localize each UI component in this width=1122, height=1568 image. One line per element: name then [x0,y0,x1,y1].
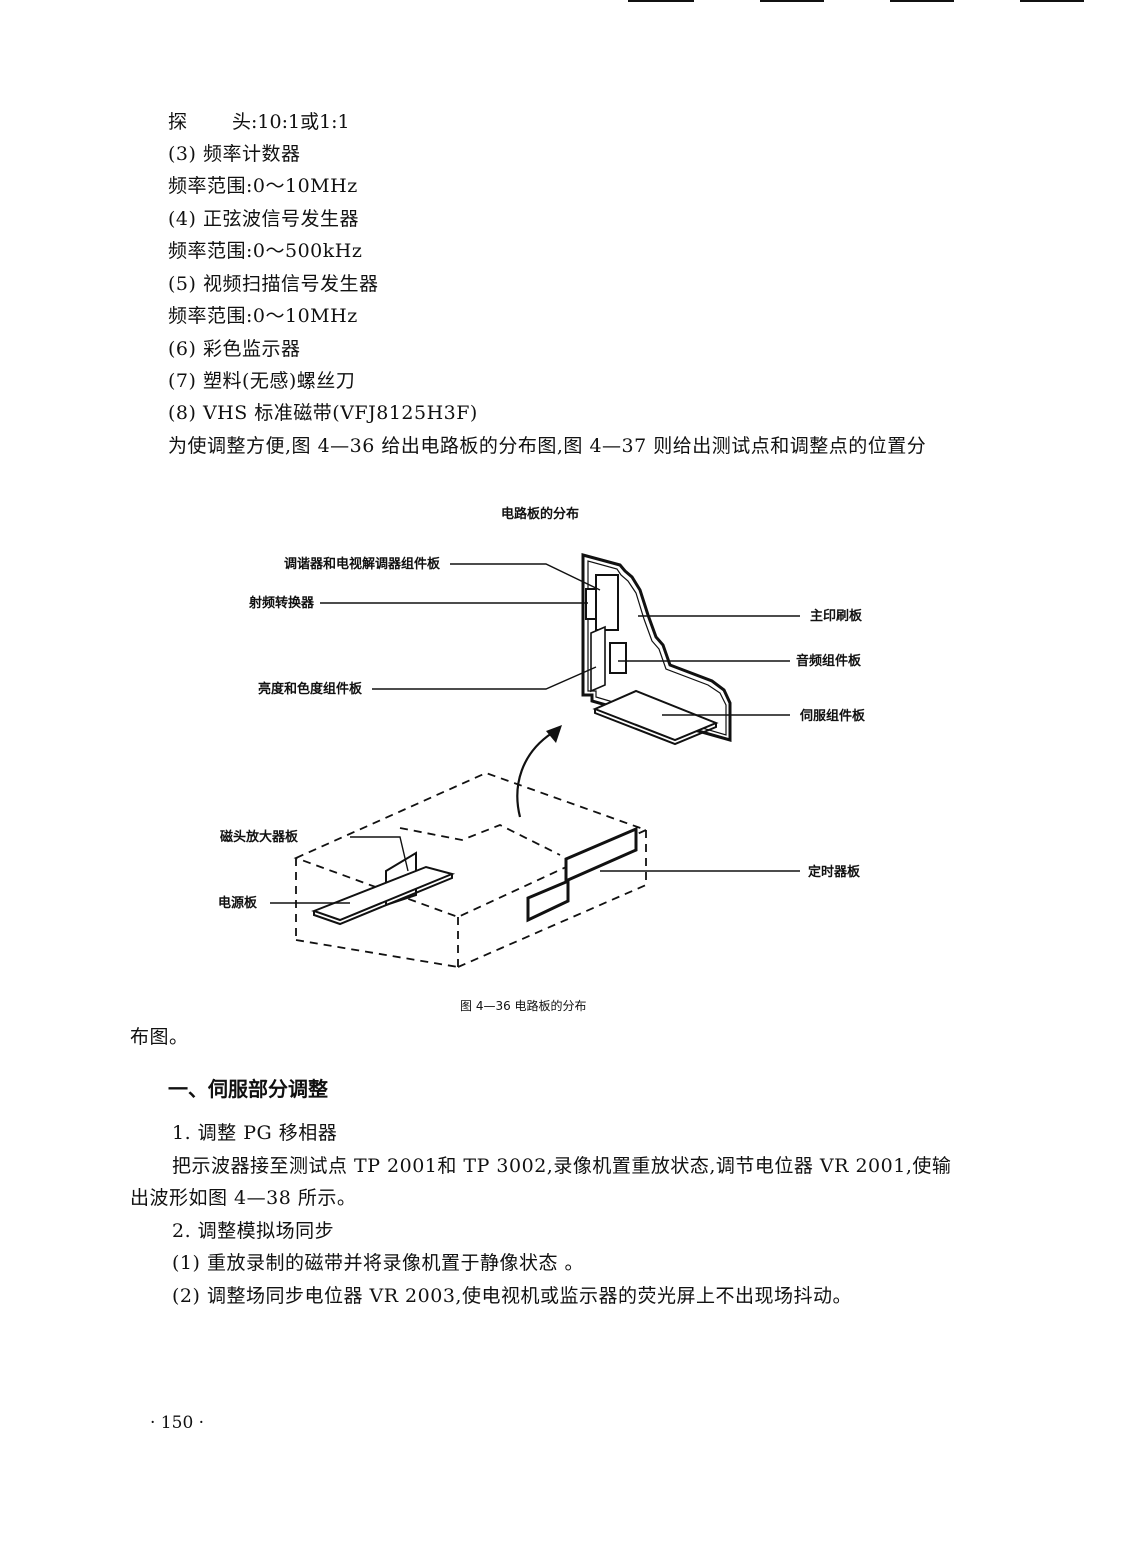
label-servo-board: 伺服组件板 [799,708,866,724]
luma-chroma-board [590,625,606,693]
page-number: · 150 · [150,1413,205,1433]
probe-label-b: 头:10:1或1:1 [232,111,350,133]
section-heading: 一、伺服部分调整 [168,1077,328,1101]
label-power-board: 电源板 [218,895,258,911]
rf-converter [585,588,597,620]
label-head-amp-board: 磁头放大器板 [220,829,299,845]
subsection-title: 1. 调整 PG 移相器 [172,1122,338,1144]
top-rule-3 [890,0,954,2]
figure-title: 电路板的分布 [501,506,579,522]
paragraph-line: 出波形如图 4—38 所示。 [130,1187,357,1209]
audio-board [609,642,627,674]
main-board-outline [581,553,732,742]
timer-board [526,826,638,923]
list-line: (7) 塑料(无感)螺丝刀 [168,370,356,392]
list-line: 频率范围:0～10MHz [168,305,358,327]
list-line: (4) 正弦波信号发生器 [168,208,359,230]
list-line: 频率范围:0～10MHz [168,175,358,197]
chassis-outline [293,772,649,968]
paragraph-continuation: 布图。 [130,1026,189,1048]
label-timer-board: 定时器板 [807,864,861,880]
list-line: (6) 彩色监示器 [168,338,301,360]
assembly-arrow [516,732,553,818]
list-line: (8) VHS 标准磁带(VFJ8125H3F) [168,402,478,424]
paragraph-line: (1) 重放录制的磁带并将录像机置于静像状态 。 [172,1252,584,1274]
tuner-board [595,574,619,631]
circuit-board-figure: 电路板的分布 [200,495,920,1025]
top-rule-1 [628,0,694,2]
paragraph-line: 为使调整方便,图 4—36 给出电路板的分布图,图 4—37 则给出测试点和调整… [168,435,927,457]
label-tuner-board: 调谐器和电视解调器组件板 [284,556,441,572]
label-main-board: 主印刷板 [810,608,863,624]
paragraph-line: (2) 调整场同步电位器 VR 2003,使电视机或监示器的荧光屏上不出现场抖动… [172,1285,852,1307]
label-audio-board: 音频组件板 [796,653,862,669]
top-rule-4 [1020,0,1084,2]
board-layout-diagram: 电路板的分布 [218,506,866,1013]
list-line: (3) 频率计数器 [168,143,301,165]
subsection-title: 2. 调整模拟场同步 [172,1220,335,1242]
top-rule-2 [760,0,824,2]
list-line: (5) 视频扫描信号发生器 [168,273,379,295]
label-rf-converter: 射频转换器 [248,595,315,611]
power-board [311,865,456,922]
list-line: 频率范围:0～500kHz [168,240,363,262]
probe-label-a: 探 [168,111,188,133]
figure-caption: 图 4—36 电路板的分布 [460,998,587,1013]
paragraph-line: 把示波器接至测试点 TP 2001和 TP 3002,录像机置重放状态,调节电位… [172,1155,952,1177]
label-luma-chroma-board: 亮度和色度组件板 [258,681,363,697]
